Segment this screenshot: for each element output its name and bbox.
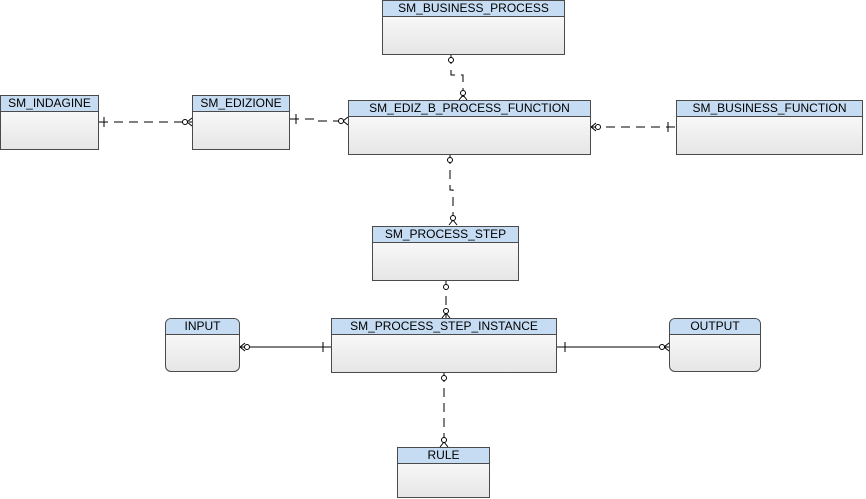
entity-body [1, 112, 98, 149]
entity-body [193, 112, 289, 149]
entity-title: SM_BUSINESS_PROCESS [383, 1, 564, 17]
entity-sm-ediz-b-process-function[interactable]: SM_EDIZ_B_PROCESS_FUNCTION [348, 100, 591, 155]
entity-title: RULE [398, 448, 489, 464]
link-business-function-ediz-b-process-function [590, 122, 676, 132]
link-edizione-ediz-b-process-function [290, 114, 349, 126]
entity-title: OUTPUT [670, 319, 760, 335]
entity-title: SM_EDIZIONE [193, 96, 289, 112]
entity-title: SM_EDIZ_B_PROCESS_FUNCTION [349, 101, 590, 117]
entity-body [373, 243, 518, 280]
entity-output[interactable]: OUTPUT [669, 318, 761, 372]
entity-sm-business-process[interactable]: SM_BUSINESS_PROCESS [382, 0, 565, 55]
entity-sm-process-step-instance[interactable]: SM_PROCESS_STEP_INSTANCE [331, 318, 557, 373]
entity-input[interactable]: INPUT [165, 318, 240, 372]
entity-sm-edizione[interactable]: SM_EDIZIONE [192, 95, 290, 150]
link-process-step-instance-output [557, 342, 670, 352]
entity-body [349, 117, 590, 154]
entity-title: SM_INDAGINE [1, 96, 98, 112]
entity-body [332, 335, 556, 372]
entity-sm-business-function[interactable]: SM_BUSINESS_FUNCTION [676, 100, 863, 155]
entity-rule[interactable]: RULE [397, 447, 490, 498]
entity-body [383, 17, 564, 54]
link-ediz-b-process-function-process-step [447, 155, 458, 226]
entity-body [677, 117, 862, 154]
entity-title: SM_BUSINESS_FUNCTION [677, 101, 862, 117]
entity-body [670, 335, 760, 371]
entity-title: SM_PROCESS_STEP [373, 227, 518, 243]
link-process-step-instance-input [239, 342, 331, 352]
link-process-step-instance-rule [439, 373, 449, 448]
link-business-process-ediz-b-process-function [448, 55, 468, 101]
link-indagine-edizione [99, 117, 193, 127]
entity-body [166, 335, 239, 371]
entity-sm-indagine[interactable]: SM_INDAGINE [0, 95, 99, 150]
entity-title: INPUT [166, 319, 239, 335]
entity-sm-process-step[interactable]: SM_PROCESS_STEP [372, 226, 519, 281]
entity-title: SM_PROCESS_STEP_INSTANCE [332, 319, 556, 335]
link-process-step-process-step-instance [441, 281, 451, 319]
entity-body [398, 464, 489, 497]
